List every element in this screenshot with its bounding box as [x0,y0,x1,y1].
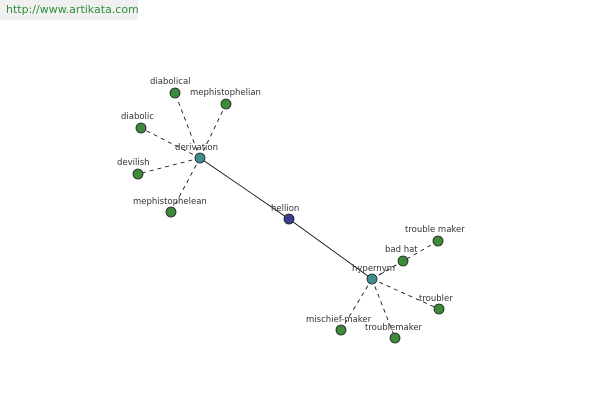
label-diabolical[interactable]: diabolical [150,77,191,87]
node-mephistophelean[interactable] [165,206,177,218]
site-url-banner[interactable]: http://www.artikata.com [0,0,139,20]
node-troubler[interactable] [433,303,445,315]
label-hellion[interactable]: hellion [271,204,299,214]
node-hellion[interactable] [283,213,295,225]
node-bad-hat[interactable] [397,255,409,267]
label-troubler[interactable]: troubler [419,294,453,304]
node-hypernym[interactable] [366,273,378,285]
label-diabolic[interactable]: diabolic [121,112,154,122]
node-trouble-maker[interactable] [432,235,444,247]
edge-derivation-mephistophelian [199,103,227,159]
label-bad-hat[interactable]: bad hat [385,245,418,255]
label-devilish[interactable]: devilish [117,158,150,168]
node-mischief-maker[interactable] [335,324,347,336]
node-devilish[interactable] [132,168,144,180]
label-mephistophelean[interactable]: mephistophelean [133,197,207,207]
label-hypernym[interactable]: hypernym [352,264,395,274]
label-mephistophelian[interactable]: mephistophelian [190,88,261,98]
label-troublemaker[interactable]: troublemaker [365,323,423,333]
edge-hellion-derivation [199,157,290,220]
edge-derivation-devilish [137,157,201,175]
edge-hypernym-bad-hat [371,260,404,280]
label-trouble-maker[interactable]: trouble maker [405,225,465,235]
node-mephistophelian[interactable] [220,98,232,110]
edge-derivation-mephistophelean [170,157,201,213]
label-mischief-maker[interactable]: mischief-maker [306,315,372,325]
edge-derivation-diabolical [174,92,201,159]
node-diabolic[interactable] [135,122,147,134]
edge-hypernym-mischief-maker [340,278,373,331]
node-derivation[interactable] [194,152,206,164]
edge-hypernym-troublemaker [371,278,396,339]
node-diabolical[interactable] [169,87,181,99]
node-troublemaker[interactable] [389,332,401,344]
edge-hellion-hypernym [288,218,373,280]
edge-derivation-diabolic [140,127,201,159]
label-derivation[interactable]: derivation [175,143,218,153]
